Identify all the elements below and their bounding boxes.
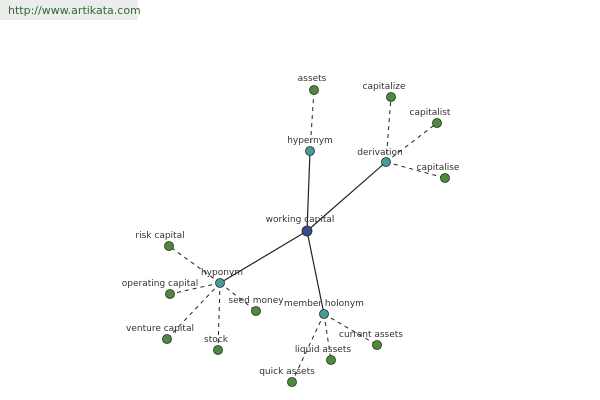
node-label-wc[interactable]: working capital xyxy=(266,215,335,225)
node-label-risk[interactable]: risk capital xyxy=(135,231,184,241)
node-stock[interactable] xyxy=(213,345,223,355)
node-label-stock[interactable]: stock xyxy=(204,335,229,345)
node-capitalise[interactable] xyxy=(440,173,450,183)
edge-hypo-risk xyxy=(168,245,221,284)
node-label-capitalise[interactable]: capitalise xyxy=(417,163,460,173)
node-label-current[interactable]: current assets xyxy=(339,330,403,340)
header-bar: http://www.artikata.com xyxy=(0,0,141,20)
node-hypo[interactable] xyxy=(215,278,225,288)
edge-mholo-current xyxy=(323,313,378,346)
edge-wc-deriv xyxy=(306,161,387,232)
node-liquid[interactable] xyxy=(326,355,336,365)
node-label-hypo[interactable]: hyponym xyxy=(201,268,243,278)
node-label-capitalist[interactable]: capitalist xyxy=(410,108,451,118)
node-label-hyper[interactable]: hypernym xyxy=(287,136,333,146)
node-hyper[interactable] xyxy=(305,146,315,156)
node-risk[interactable] xyxy=(164,241,174,251)
node-label-assets[interactable]: assets xyxy=(298,74,327,84)
node-seed[interactable] xyxy=(251,306,261,316)
node-label-liquid[interactable]: liquid assets xyxy=(295,345,351,355)
node-current[interactable] xyxy=(372,340,382,350)
node-mholo[interactable] xyxy=(319,309,329,319)
node-capitalize[interactable] xyxy=(386,92,396,102)
edge-hypo-stock xyxy=(217,282,221,351)
edge-deriv-capitalist xyxy=(385,122,438,163)
node-label-deriv[interactable]: derivation xyxy=(357,148,403,158)
node-label-capitalize[interactable]: capitalize xyxy=(363,82,406,92)
node-venture[interactable] xyxy=(162,334,172,344)
node-label-venture[interactable]: venture capital xyxy=(126,324,194,334)
node-capitalist[interactable] xyxy=(432,118,442,128)
node-wc[interactable] xyxy=(301,225,313,237)
node-assets[interactable] xyxy=(309,85,319,95)
node-label-operating[interactable]: operating capital xyxy=(122,279,199,289)
graph-edges xyxy=(166,89,446,383)
graph-nodes xyxy=(162,85,450,387)
node-operating[interactable] xyxy=(165,289,175,299)
node-label-seed[interactable]: seed money xyxy=(228,296,284,306)
edge-wc-hyper xyxy=(306,150,311,232)
site-url-link[interactable]: http://www.artikata.com xyxy=(8,4,141,17)
edge-hypo-operating xyxy=(169,282,221,295)
edge-hyper-assets xyxy=(309,89,315,152)
node-quick[interactable] xyxy=(287,377,297,387)
node-label-quick[interactable]: quick assets xyxy=(259,367,315,377)
edge-wc-hypo xyxy=(219,230,308,284)
node-deriv[interactable] xyxy=(381,157,391,167)
edge-deriv-capitalize xyxy=(385,96,392,163)
node-label-mholo[interactable]: member holonym xyxy=(284,299,364,309)
edge-deriv-capitalise xyxy=(385,161,446,179)
graph-labels: working capital hypernym derivation hyponym… xyxy=(122,74,460,377)
edge-hypo-venture xyxy=(166,282,221,340)
edge-wc-mholo xyxy=(306,230,325,315)
